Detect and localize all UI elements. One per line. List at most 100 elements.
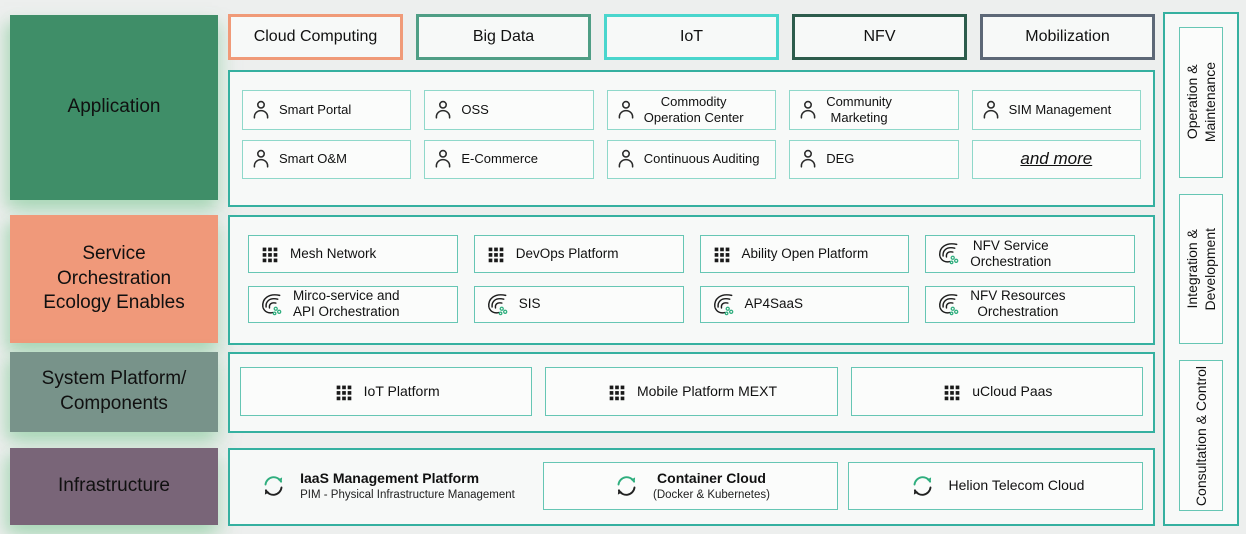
svc-item-nfv-resources-orchestration: NFV Resources Orchestration (925, 285, 1135, 323)
sidebar-item-integration-development: Integration & Development (1179, 193, 1223, 345)
tab-label: IoT (679, 28, 704, 45)
svc-item-mesh-network: Mesh Network (248, 235, 458, 273)
app-item-deg: DEG (789, 139, 959, 179)
app-item-smart-portal: Smart Portal (242, 90, 412, 130)
tab-nfv: NFV (792, 14, 967, 60)
item-label: Commodity Operation Center (643, 94, 744, 125)
svc-item-micro-service-api-orchestration: Mirco-service and API Orchestration (248, 285, 458, 323)
domain-tabs: Cloud Computing Big Data IoT NFV Mobiliz… (228, 14, 1155, 60)
item-label: IoT Platform (363, 383, 440, 400)
sidebar-item-label: Consultation & Control (1192, 365, 1209, 506)
app-item-and-more: and more (971, 139, 1141, 179)
item-label: AP4SaaS (744, 296, 804, 312)
row-label-application: Application (10, 15, 218, 200)
infrastructure-panel: IaaS Management Platform PIM - Physical … (228, 448, 1155, 526)
svc-item-ability-open-platform: Ability Open Platform (699, 235, 910, 273)
tab-label: Cloud Computing (253, 28, 378, 45)
person-icon (432, 148, 454, 170)
service-orchestration-panel: Mesh Network DevOps Platform Ability Ope… (228, 215, 1155, 345)
tab-label: Mobilization (1025, 28, 1110, 45)
tab-mobilization: Mobilization (980, 14, 1155, 60)
infra-item-iaas-management-platform: IaaS Management Platform PIM - Physical … (240, 462, 533, 510)
person-icon (250, 148, 272, 170)
item-label: uCloud Paas (972, 383, 1053, 400)
app-item-sim-management: SIM Management (971, 90, 1141, 130)
item-label: SIS (518, 296, 541, 312)
app-item-e-commerce: E-Commerce (424, 139, 594, 179)
item-label: OSS (461, 101, 489, 117)
item-label: Mesh Network (290, 245, 377, 261)
item-label: Mobile Platform MEXT (636, 383, 778, 400)
app-item-oss: OSS (424, 90, 594, 130)
cloud-sync-icon (907, 474, 938, 498)
row-label-infrastructure: Infrastructure (10, 448, 218, 525)
infra-item-container-cloud: Container Cloud (Docker & Kubernetes) (543, 462, 838, 510)
tab-cloud-computing: Cloud Computing (228, 14, 403, 60)
sidebar-item-operation-maintenance: Operation & Maintenance (1179, 27, 1223, 178)
infra-item-helion-telecom-cloud: Helion Telecom Cloud (848, 462, 1143, 510)
swirl-icon (259, 292, 284, 317)
grid-icon (941, 381, 963, 403)
swirl-icon (936, 292, 961, 317)
row-label-service-orchestration: Service Orchestration Ecology Enables (10, 215, 218, 343)
sys-item-ucloud-paas: uCloud Paas (850, 367, 1143, 416)
lifecycle-sidebar: Operation & Maintenance Integration & De… (1163, 12, 1239, 526)
application-panel: Smart Portal OSS Commodity Operation Cen… (228, 70, 1155, 207)
item-label: Ability Open Platform (741, 245, 869, 261)
grid-icon (606, 381, 628, 403)
person-icon (250, 99, 272, 121)
svc-item-sis: SIS (473, 285, 684, 323)
person-icon (615, 148, 637, 170)
item-label: E-Commerce (461, 151, 538, 167)
system-platform-panel: IoT Platform Mobile Platform MEXT uCloud… (228, 352, 1155, 433)
grid-icon (333, 381, 355, 403)
cloud-sync-icon (258, 474, 289, 498)
app-item-continuous-auditing: Continuous Auditing (606, 139, 777, 179)
item-label: Smart Portal (279, 101, 352, 117)
svc-item-ap4saas: AP4SaaS (699, 285, 910, 323)
tab-label: Big Data (472, 28, 535, 45)
cloud-sync-icon (611, 474, 642, 498)
grid-icon (485, 243, 507, 265)
sidebar-item-label: Integration & Development (1183, 227, 1218, 311)
sidebar-item-label: Operation & Maintenance (1183, 62, 1218, 143)
item-title: Helion Telecom Cloud (948, 477, 1085, 494)
tab-big-data: Big Data (416, 14, 591, 60)
item-text: Container Cloud (Docker & Kubernetes) (653, 470, 770, 502)
swirl-icon (711, 292, 736, 317)
item-label: NFV Service Orchestration (970, 237, 1052, 269)
item-label: Community Marketing (826, 94, 892, 125)
item-label: and more (1020, 149, 1093, 169)
tab-label: NFV (863, 28, 896, 45)
sidebar-item-consultation-control: Consultation & Control (1179, 360, 1223, 512)
item-label: DEG (826, 151, 855, 167)
item-label: DevOps Platform (515, 245, 619, 261)
tab-iot: IoT (604, 14, 779, 60)
item-label: Smart O&M (279, 151, 347, 167)
person-icon (797, 99, 819, 121)
app-item-commodity-operation-center: Commodity Operation Center (606, 90, 777, 130)
app-item-smart-oandm: Smart O&M (242, 139, 412, 179)
sys-item-iot-platform: IoT Platform (240, 367, 533, 416)
row-label-system-platform: System Platform/ Components (10, 352, 218, 432)
item-label: NFV Resources Orchestration (970, 288, 1066, 320)
person-icon (797, 148, 819, 170)
person-icon (432, 99, 454, 121)
item-label: SIM Management (1008, 101, 1112, 117)
item-text: Helion Telecom Cloud (949, 477, 1085, 495)
svc-item-devops-platform: DevOps Platform (473, 235, 684, 273)
grid-icon (711, 243, 733, 265)
item-label: Continuous Auditing (643, 151, 760, 167)
item-subtitle: PIM - Physical Infrastructure Management (300, 488, 515, 501)
swirl-icon (485, 292, 510, 317)
item-label: Mirco-service and API Orchestration (293, 288, 400, 320)
swirl-icon (936, 241, 961, 266)
item-title: IaaS Management Platform (300, 470, 480, 487)
svc-item-nfv-service-orchestration: NFV Service Orchestration (925, 235, 1135, 273)
grid-icon (259, 243, 281, 265)
item-title: Container Cloud (657, 470, 766, 487)
person-icon (615, 99, 637, 121)
item-subtitle: (Docker & Kubernetes) (653, 488, 770, 501)
app-item-community-marketing: Community Marketing (789, 90, 959, 130)
